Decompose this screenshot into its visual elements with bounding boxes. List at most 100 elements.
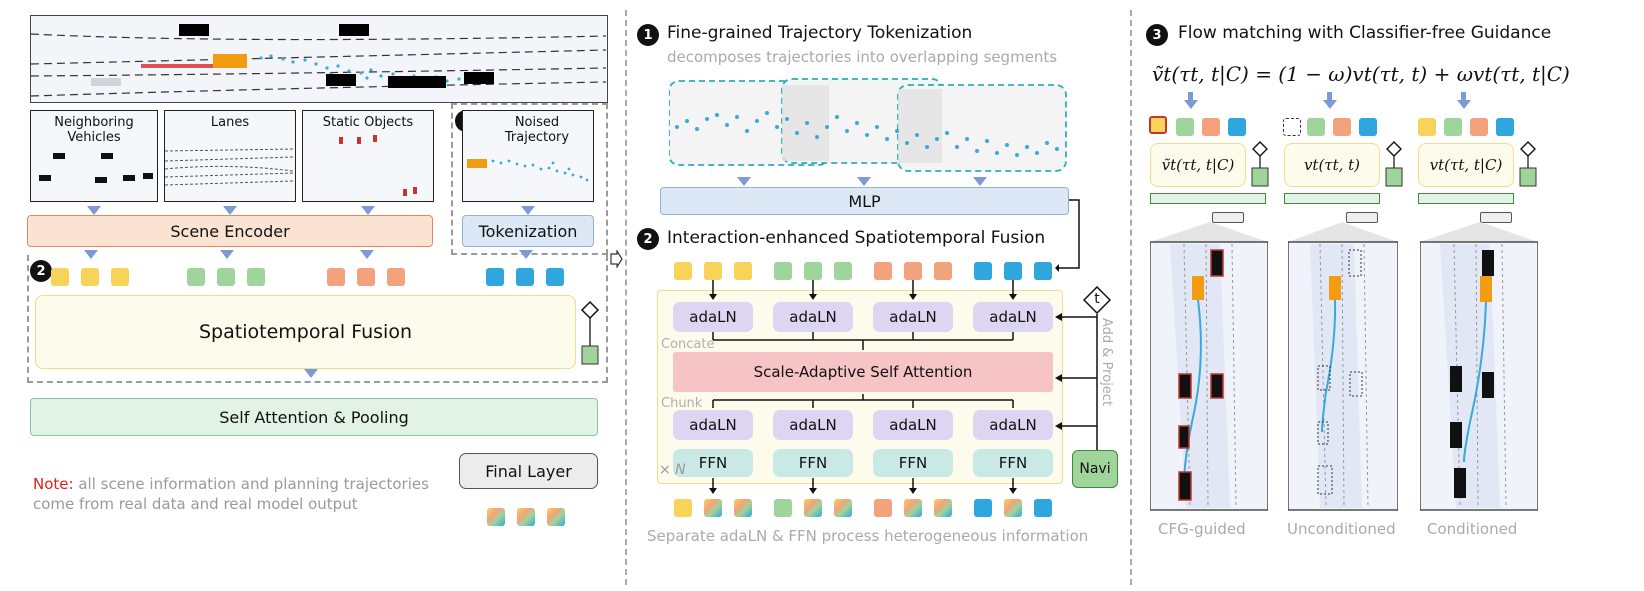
blue-token (974, 262, 992, 280)
noised-trajectory-canvas (467, 159, 589, 182)
output-token (517, 508, 535, 526)
ffn-box: FFN (873, 449, 953, 477)
condition-diamond-icon (1519, 141, 1537, 187)
fusion-dashed-frame (27, 255, 608, 383)
segment-canvas-frame (668, 75, 1067, 175)
arrow-down-icon (1323, 100, 1337, 109)
caption-conditioned: Conditioned (1427, 520, 1518, 538)
conditioned-scene (1420, 222, 1538, 511)
adaln-box: adaLN (873, 302, 953, 332)
output-token (487, 508, 505, 526)
yellow-token (1418, 118, 1436, 136)
neighboring-vehicles-canvas (39, 153, 153, 183)
time-diamond-icon: t (1082, 285, 1112, 315)
arrow-stem (1461, 92, 1466, 101)
yellow-token (51, 268, 69, 286)
arrow-down-icon (361, 206, 375, 215)
fusion-badge: 2 (30, 260, 52, 282)
blue-token (1034, 499, 1052, 517)
output-token (547, 508, 565, 526)
mixed-token (704, 499, 722, 517)
green-token (1444, 118, 1462, 136)
green-token (217, 268, 235, 286)
note-block: Note: all scene information and planning… (33, 474, 453, 514)
ffn-label: FFN (998, 454, 1028, 472)
adaln-box: adaLN (973, 302, 1053, 332)
mixed-token (804, 499, 822, 517)
ego-vehicle (213, 54, 247, 68)
green-token (247, 268, 265, 286)
noised-trajectory-title: Noised Trajectory (504, 115, 570, 145)
yellow-token (674, 262, 692, 280)
orange-token (904, 262, 922, 280)
zoom-tab (1212, 212, 1244, 223)
caption-unconditioned: Unconditioned (1287, 520, 1396, 538)
times-n-label: × N (659, 462, 686, 478)
navi-box: Navi (1072, 450, 1118, 488)
adaln-label: adaLN (689, 308, 737, 326)
arrow-down-icon (973, 177, 987, 186)
arrow-stem (1327, 92, 1332, 101)
section1-title: Fine-grained Trajectory Tokenization (667, 23, 973, 43)
add-project-label: Add & Project (1099, 318, 1114, 407)
mixed-token (934, 499, 952, 517)
mlp-connector (1055, 199, 1080, 272)
condition-diamond-icon (1385, 141, 1403, 187)
section3-title: Flow matching with Classifier-free Guida… (1178, 23, 1552, 43)
arrow-down-icon (304, 369, 318, 378)
scene-encoder-label: Scene Encoder (170, 221, 290, 241)
yellow-token (674, 499, 692, 517)
green-token (774, 499, 792, 517)
cfg-guided-scene (1150, 222, 1268, 511)
zoom-tab (1346, 212, 1378, 223)
mixed-token (834, 499, 852, 517)
self-attention-pooling-label: Self Attention & Pooling (219, 407, 409, 427)
scene-encoder-box: Scene Encoder (27, 215, 433, 247)
green-token (187, 268, 205, 286)
separator-left (625, 10, 627, 585)
note-label: Note: (33, 475, 74, 493)
lanes-canvas (165, 148, 293, 186)
adaln-box: adaLN (773, 302, 853, 332)
arrow-stem (1188, 92, 1193, 101)
section1-subtitle: decomposes trajectories into overlapping… (667, 48, 1058, 66)
hollow-arrow-icon (610, 250, 623, 268)
formula-box-uncond: vt(τt, t) (1284, 143, 1380, 187)
section3-badge: 3 (1146, 24, 1168, 46)
adaln-box: adaLN (873, 410, 953, 440)
zoom-tab (1480, 212, 1512, 223)
blue-token (1034, 262, 1052, 280)
adaln-label: adaLN (889, 416, 937, 434)
blue-token (1496, 118, 1514, 136)
green-token (834, 262, 852, 280)
mixed-token (734, 499, 752, 517)
yellow-token (1149, 116, 1167, 134)
yellow-token (81, 268, 99, 286)
adaln-label: adaLN (989, 308, 1037, 326)
mixed-token (1004, 499, 1022, 517)
segment-canvas (668, 75, 1067, 175)
tokenization-box: Tokenization (462, 215, 594, 247)
time-diamond-label: t (1094, 291, 1100, 307)
section2-title: Interaction-enhanced Spatiotemporal Fusi… (667, 228, 1046, 248)
adaln-label: adaLN (689, 416, 737, 434)
adaln-box: adaLN (673, 302, 753, 332)
orange-token (874, 499, 892, 517)
neighboring-vehicles-thumbnail: Neighboring Vehicles (30, 110, 158, 202)
ssa-box: Scale-Adaptive Self Attention (673, 352, 1053, 392)
final-layer-box: Final Layer (459, 453, 598, 489)
arrow-down-icon (1457, 100, 1471, 109)
output-bar (1150, 193, 1266, 204)
dropped-token (1283, 118, 1301, 136)
blue-token (1004, 262, 1022, 280)
note-text-line1: all scene information and planning traje… (78, 475, 429, 493)
bottom-caption: Separate adaLN & FFN process heterogeneo… (647, 527, 1089, 545)
formula-box-cfg: ṽt(τt, t|C) (1150, 143, 1246, 187)
caption-cfg-guided: CFG-guided (1158, 520, 1246, 538)
orange-token (1333, 118, 1351, 136)
adaln-label: adaLN (789, 308, 837, 326)
arrow-down-icon (857, 177, 871, 186)
arrow-down-icon (220, 250, 234, 259)
condition-diamond-icon (580, 300, 600, 365)
output-bar (1418, 193, 1514, 204)
